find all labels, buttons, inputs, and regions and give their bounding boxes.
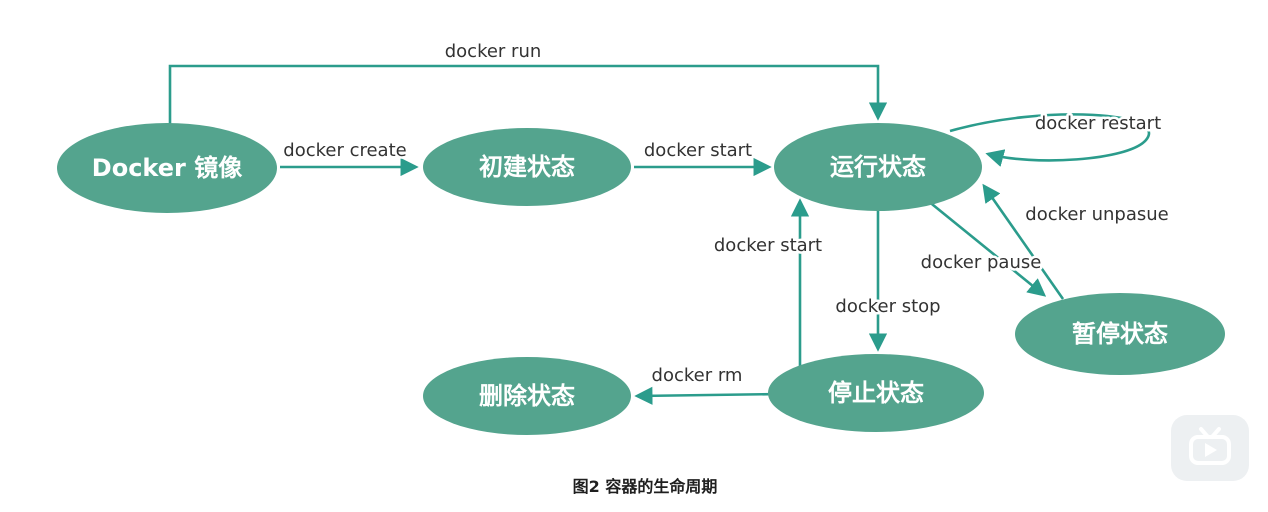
play-triangle-icon (1205, 443, 1217, 457)
edge-label-docker-restart: docker restart (1035, 113, 1161, 134)
node-docker-image (57, 123, 277, 213)
edge-docker-pause (921, 194, 1047, 297)
edge-labels: docker run docker create docker start do… (281, 39, 1171, 389)
node-created-state-label: 初建状态 (479, 153, 575, 181)
edge-label-docker-pause: docker pause (921, 252, 1042, 273)
node-docker-image-label: Docker 镜像 (92, 154, 243, 182)
video-player-badge[interactable] (1171, 415, 1249, 481)
node-created-state (423, 128, 631, 206)
edge-label-docker-run: docker run (445, 41, 542, 62)
edge-label-docker-start-top: docker start (644, 140, 752, 161)
node-stopped-state-label: 停止状态 (828, 379, 924, 407)
edge-docker-restart-loop (949, 113, 1151, 167)
node-deleted-state-label: 删除状态 (479, 382, 575, 410)
node-stopped-state (768, 354, 984, 432)
edge-label-docker-create: docker create (283, 140, 406, 161)
edge-docker-rm (634, 386, 783, 405)
node-paused-state (1015, 293, 1225, 375)
node-deleted-state (423, 357, 631, 435)
edge-label-docker-stop: docker stop (835, 296, 940, 317)
tv-play-icon (1189, 435, 1231, 465)
node-paused-state-label: 暂停状态 (1072, 320, 1168, 348)
nodes: Docker 镜像 初建状态 运行状态 暂停状态 停止状态 删除状态 (57, 123, 1225, 435)
node-running-state-label: 运行状态 (830, 153, 926, 181)
diagram-caption: 图2 容器的生命周期 (573, 477, 718, 496)
edge-docker-unpause (982, 183, 1065, 300)
edge-label-docker-unpause: docker unpasue (1025, 204, 1168, 225)
edge-label-docker-start-middle: docker start (714, 235, 822, 256)
edges (168, 64, 1151, 405)
edge-docker-run (168, 64, 888, 124)
edge-label-docker-rm: docker rm (652, 365, 743, 386)
node-running-state (774, 123, 982, 211)
